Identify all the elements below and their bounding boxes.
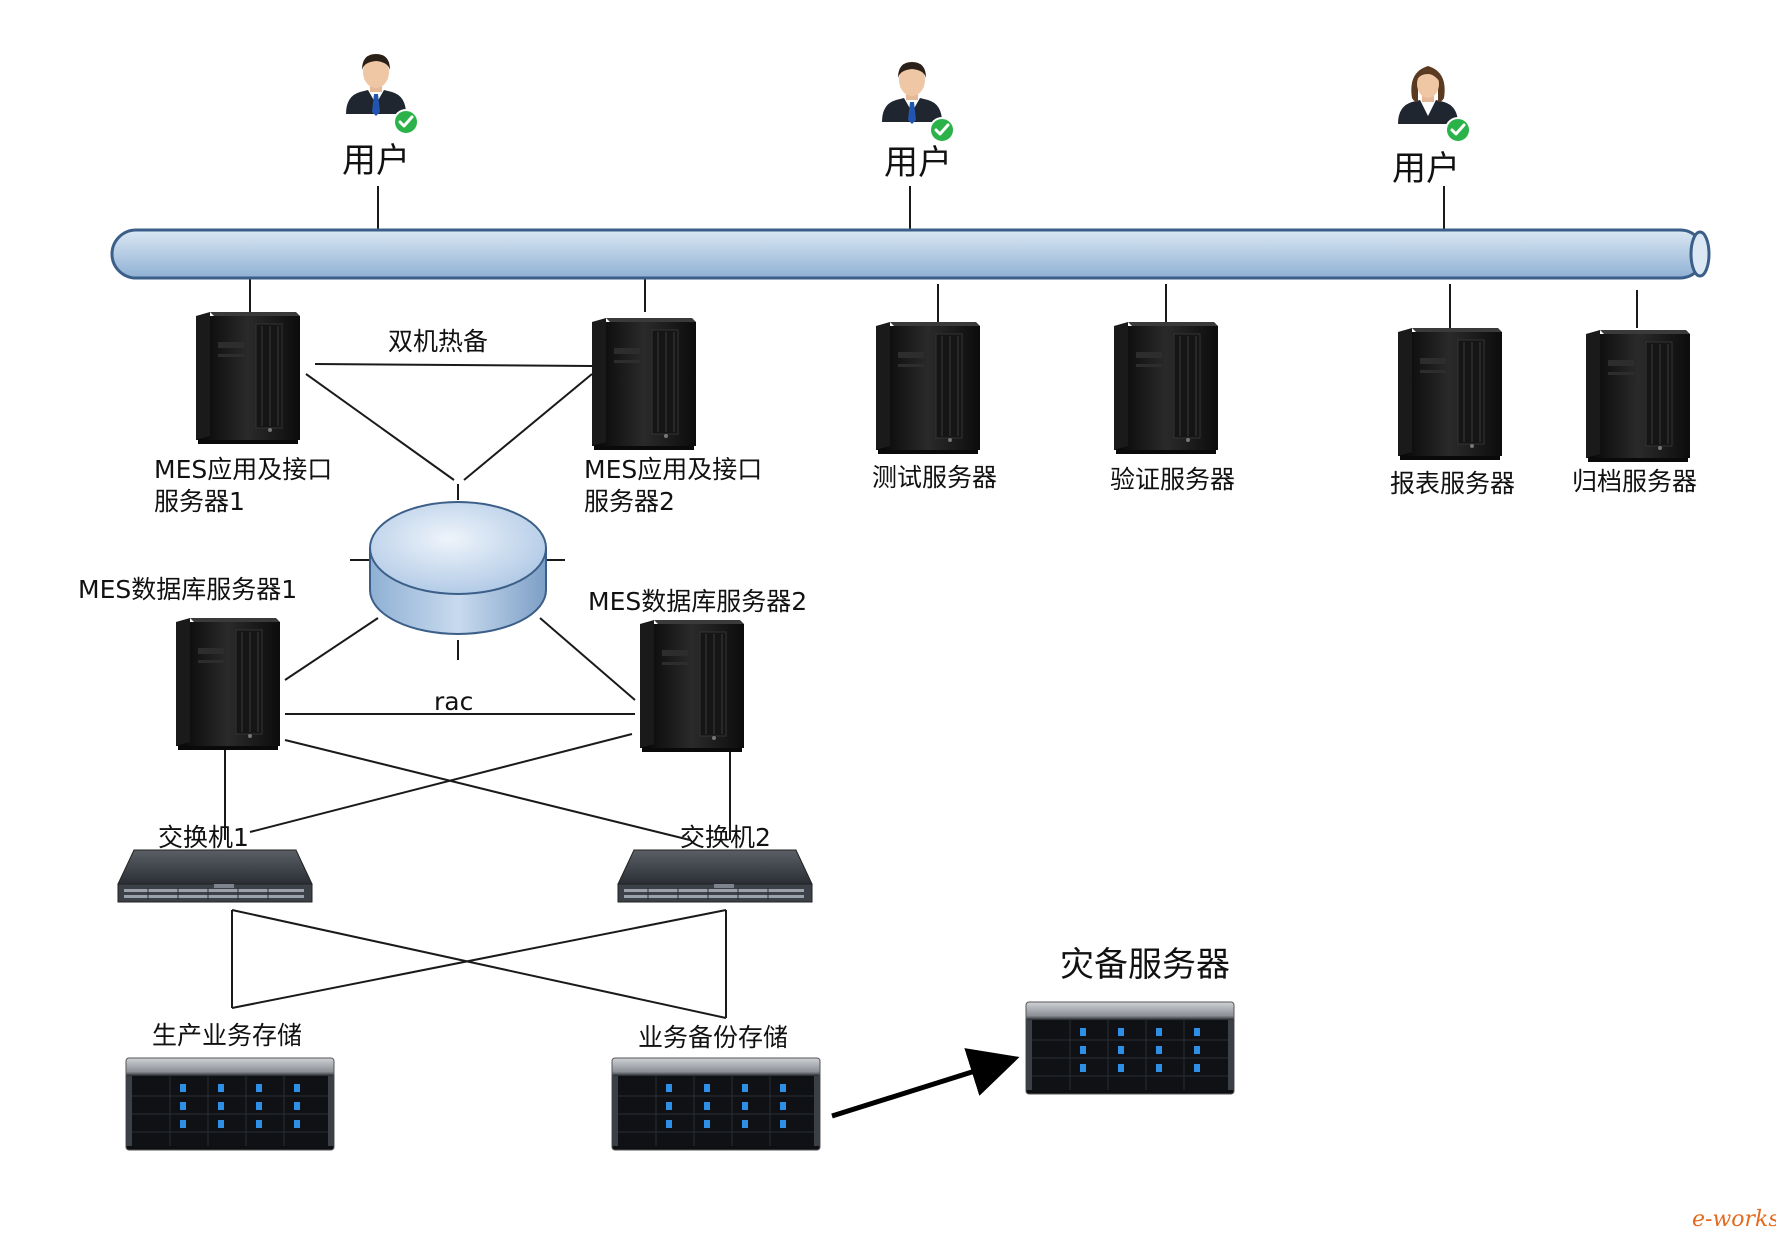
user-2 — [882, 62, 956, 144]
check-icon — [1444, 116, 1472, 144]
archive-server-icon — [1585, 329, 1691, 463]
replication-arrow — [831, 1048, 1020, 1119]
verify-server-icon — [1113, 321, 1219, 455]
mes-db-server-2-icon — [639, 619, 745, 753]
watermark-text: e-works — [1692, 1207, 1776, 1232]
mes-app-server-1-label-line2: 服务器1 — [154, 487, 245, 516]
switch-2-label: 交换机2 — [680, 823, 771, 852]
check-icon — [392, 108, 420, 136]
mes-app-server-2-label-line1: MES应用及接口 — [584, 455, 762, 484]
test-server-icon — [875, 321, 981, 455]
shared-storage-disk-icon — [369, 501, 547, 635]
mes-app-server-1-label-line1: MES应用及接口 — [154, 455, 332, 484]
test-server-label: 测试服务器 — [872, 463, 997, 492]
user-label: 用户 — [342, 141, 410, 181]
user-1 — [346, 54, 420, 136]
archive-server-label: 归档服务器 — [1572, 467, 1697, 496]
mes-app-server-2-label-line2: 服务器2 — [584, 487, 675, 516]
disaster-recovery-server-icon — [1025, 1001, 1235, 1095]
report-server-icon — [1397, 327, 1503, 461]
network-bus — [110, 228, 1711, 280]
hot-standby-label: 双机热备 — [388, 327, 488, 356]
connection-lines — [224, 186, 1638, 1019]
backup-storage-icon — [611, 1057, 821, 1151]
user-icon — [882, 62, 942, 124]
check-icon — [928, 116, 956, 144]
disaster-recovery-server-label: 灾备服务器 — [1060, 945, 1230, 985]
switch-1-label: 交换机1 — [158, 823, 249, 852]
backup-storage-label: 业务备份存储 — [638, 1023, 788, 1052]
user-label: 用户 — [1392, 149, 1460, 189]
user-icon — [346, 54, 406, 116]
user-icon — [1398, 66, 1458, 124]
mes-db-server-2-label: MES数据库服务器2 — [588, 587, 807, 616]
mes-app-server-2-icon — [591, 317, 697, 451]
mes-app-server-1-icon — [195, 311, 301, 445]
e-works-logo: e-works — [1692, 1207, 1776, 1232]
mes-db-server-1-label: MES数据库服务器1 — [78, 575, 297, 604]
report-server-label: 报表服务器 — [1390, 469, 1515, 498]
user-label: 用户 — [884, 143, 952, 183]
production-storage-icon — [125, 1057, 335, 1151]
mes-db-server-1-icon — [175, 617, 281, 751]
switch-2-icon — [617, 849, 813, 903]
rac-label: rac — [434, 687, 473, 716]
switch-1-icon — [117, 849, 313, 903]
user-3 — [1398, 66, 1472, 144]
production-storage-label: 生产业务存储 — [152, 1021, 302, 1050]
verify-server-label: 验证服务器 — [1110, 465, 1235, 494]
